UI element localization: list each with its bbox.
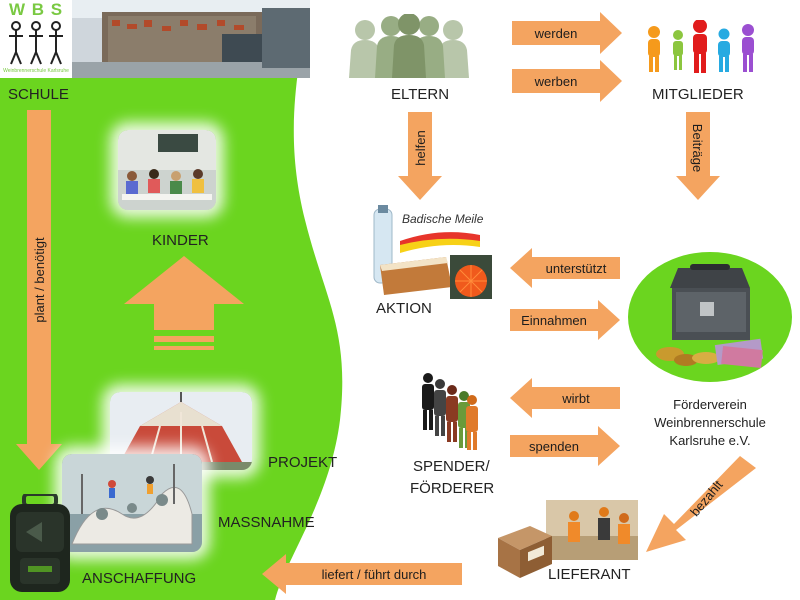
arrow-einnahmen: Einnahmen	[510, 300, 620, 340]
foerderverein-line3: Karlsruhe e.V.	[669, 433, 751, 448]
arrow-unterstuetzt-label: unterstützt	[545, 260, 607, 276]
arrow-unterstuetzt: unterstützt	[510, 248, 620, 288]
arrow-bezahlt: bezahlt	[636, 450, 756, 554]
arrow-liefert: liefert / führt durch	[262, 554, 462, 594]
node-eltern: ELTERN	[391, 86, 450, 103]
arrow-liefert-label: liefert / führt durch	[321, 566, 427, 582]
playground-photo-icon	[62, 454, 202, 552]
arrow-beitraege-label: Beiträge	[690, 123, 706, 173]
node-kinder: KINDER	[152, 232, 209, 249]
node-massnahme: MASSNAHME	[218, 514, 315, 531]
node-mitglieder: MITGLIEDER	[652, 86, 744, 103]
arrow-helfen-label: helfen	[412, 130, 428, 166]
arrow-helfen: helfen	[398, 112, 442, 200]
arrow-wirbt: wirbt	[510, 378, 620, 418]
foerderverein-line2: Weinbrennerschule	[654, 415, 766, 430]
node-lieferant: LIEFERANT	[548, 566, 631, 583]
arrow-beitraege: Beiträge	[676, 112, 720, 200]
arrow-werden: werden	[512, 12, 622, 54]
foerderverein-line1: Förderverein	[673, 397, 747, 412]
workers-photo-icon	[546, 500, 638, 560]
arrow-werden-label: werden	[534, 25, 578, 41]
school-logo-sub: Weinbrennerschule Karlsruhe	[3, 68, 69, 74]
arrow-werben: werben	[512, 60, 622, 102]
node-aktion: AKTION	[376, 300, 432, 317]
arrow-spenden-label: spenden	[529, 438, 579, 454]
school-logo-letters: W B S	[8, 0, 64, 19]
school-logo: W B S Weinbrennerschule Karlsruhe	[0, 0, 72, 78]
members-figures-icon	[648, 20, 754, 73]
node-anschaffung: ANSCHAFFUNG	[82, 570, 197, 587]
node-spender-line2: FÖRDERER	[410, 480, 495, 497]
arrow-werben-label: werben	[534, 73, 578, 89]
package-box-icon	[498, 526, 552, 578]
sponsors-figures-icon	[422, 373, 478, 450]
classroom-photo-icon	[118, 130, 216, 210]
up-arrow-icon	[124, 256, 244, 350]
arrow-plant: plant / benötigt	[16, 110, 62, 470]
node-projekt: PROJEKT	[268, 454, 338, 471]
cash-box-icon	[656, 264, 764, 369]
school-building-icon	[72, 0, 310, 78]
stick-figures-icon	[9, 21, 63, 65]
speaker-device-icon	[10, 494, 70, 592]
node-spender-line1: SPENDER/	[413, 458, 490, 475]
arrow-wirbt-label: wirbt	[562, 390, 590, 406]
arrow-spenden: spenden	[510, 426, 620, 466]
arrow-einnahmen-label: Einnahmen	[521, 312, 587, 328]
node-schule: SCHULE	[8, 86, 69, 103]
parents-silhouette-icon	[349, 14, 469, 78]
aktion-banner-text: Badische Meile	[402, 212, 484, 226]
cake-bottle-icon	[373, 205, 492, 299]
